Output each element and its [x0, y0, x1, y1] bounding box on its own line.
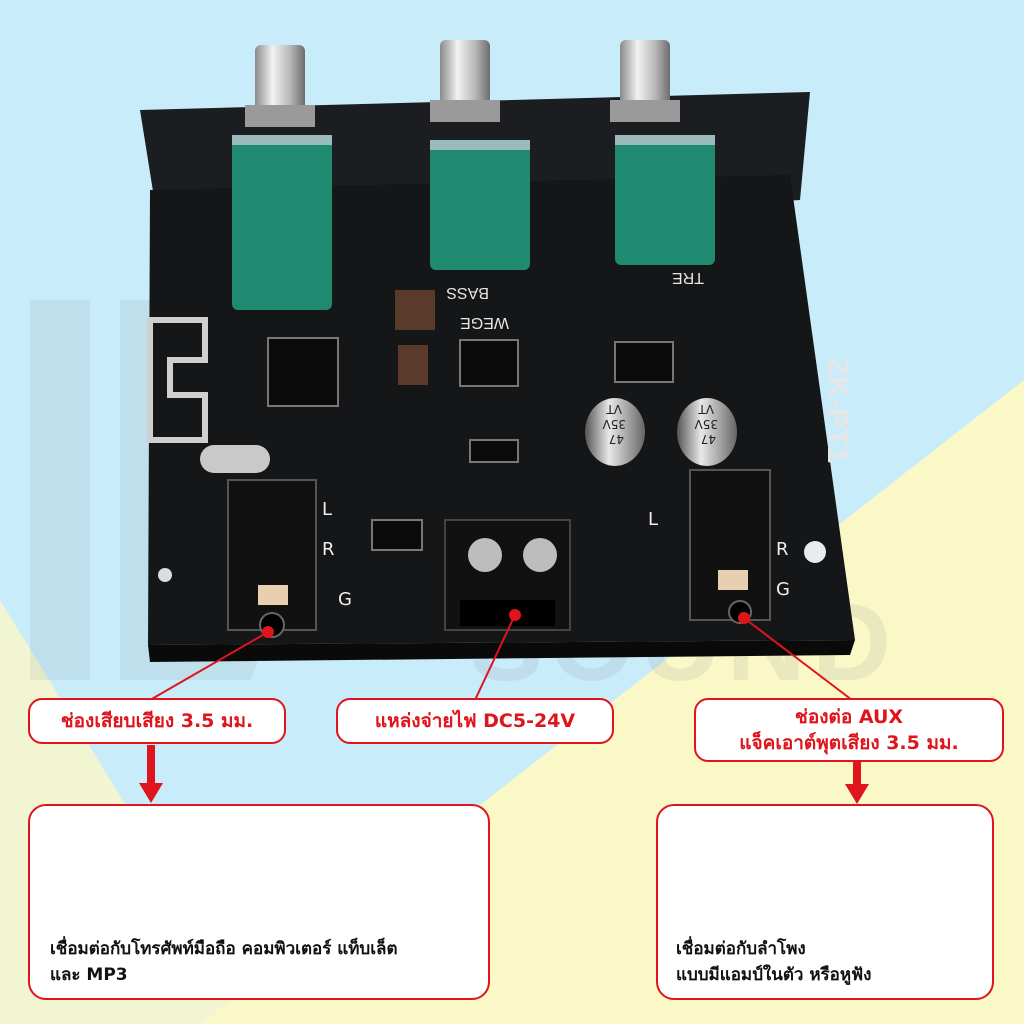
sources-caption-line2: และ MP3: [50, 965, 128, 985]
ic-main: [267, 337, 339, 407]
jack-aux-pin-l: L: [648, 509, 658, 530]
jack-input-pin-g: G: [338, 589, 352, 610]
pot-treble: [615, 135, 715, 265]
jack-input[interactable]: [227, 479, 317, 638]
leader-lines: [149, 609, 853, 701]
power-terminal[interactable]: [444, 519, 571, 631]
jack-aux-pin-g: G: [776, 579, 790, 600]
jack-input-pin-l: L: [322, 499, 332, 520]
callout-aux: ช่องต่อ AUX แจ็คเอาต์พุตเสียง 3.5 มม.: [694, 698, 1004, 762]
arrow-down-right-icon: [845, 760, 869, 804]
callout-power-text: แหล่งจ่ายไฟ DC5-24V: [374, 710, 576, 732]
ic-u1: [371, 519, 423, 551]
callout-input-jack: ช่องเสียบเสียง 3.5 มม.: [28, 698, 286, 744]
jack-input-pin-r: R: [322, 539, 335, 560]
ic-3: [614, 341, 674, 383]
arrow-down-left-icon: [139, 745, 163, 803]
sources-caption-line1: เชื่อมต่อกับโทรศัพท์มือถือ คอมพิวเตอร์ แ…: [50, 939, 398, 959]
pot-1: [232, 135, 332, 310]
svg-text:35V: 35V: [694, 417, 718, 431]
callout-aux-line1: ช่องต่อ AUX: [794, 706, 904, 728]
regulator: [469, 439, 519, 463]
panel-outputs: [656, 804, 994, 1000]
capacitor-1: 47 35V VT: [585, 398, 645, 466]
outputs-caption: เชื่อมต่อกับลำโพง แบบมีแอมป์ในตัว หรือหู…: [676, 936, 906, 988]
callout-input-jack-text: ช่องเสียบเสียง 3.5 มม.: [60, 710, 254, 732]
panel-sources: [28, 804, 490, 1000]
label-treble: TRE: [672, 269, 704, 286]
jack-aux-output[interactable]: [689, 469, 771, 624]
svg-text:47: 47: [609, 432, 624, 446]
knob-treble[interactable]: [610, 40, 680, 122]
sources-caption: เชื่อมต่อกับโทรศัพท์มือถือ คอมพิวเตอร์ แ…: [50, 936, 480, 988]
outputs-caption-line2: แบบมีแอมป์ในตัว หรือหูฟัง: [676, 965, 872, 985]
jack-aux-pin-r: R: [776, 539, 789, 560]
svg-text:35V: 35V: [602, 417, 626, 431]
knob-1[interactable]: [245, 45, 315, 127]
pot-bass: [430, 140, 530, 270]
label-brand: WEGE: [460, 314, 509, 331]
svg-text:VT: VT: [606, 402, 622, 416]
label-model: ZK-PT1: [821, 358, 854, 463]
outputs-caption-line1: เชื่อมต่อกับลำโพง: [676, 939, 806, 959]
callout-power: แหล่งจ่ายไฟ DC5-24V: [336, 698, 614, 744]
callout-aux-line2: แจ็คเอาต์พุตเสียง 3.5 มม.: [739, 732, 959, 754]
svg-text:VT: VT: [698, 402, 714, 416]
knob-bass[interactable]: [430, 40, 500, 122]
capacitor-2: 47 35V VT: [677, 398, 737, 466]
svg-text:47: 47: [701, 432, 716, 446]
ic-2: [459, 339, 519, 387]
antenna-trace: [147, 317, 208, 443]
label-bass: BASS: [446, 284, 489, 301]
crystal: [200, 445, 270, 473]
